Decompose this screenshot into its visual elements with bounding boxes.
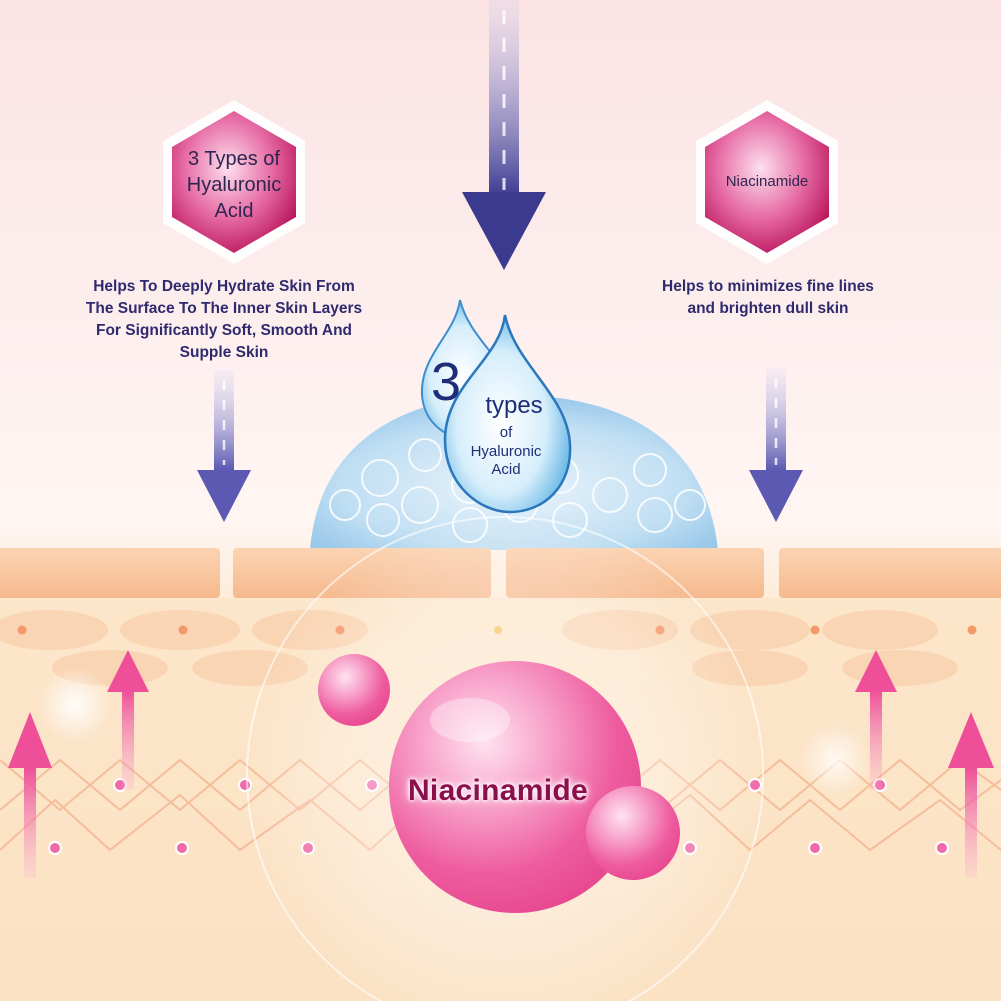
niacinamide-sphere <box>389 661 641 913</box>
left-hexagon-label: 3 Types of Hyaluronic Acid <box>170 146 298 224</box>
right-down-arrow <box>749 368 803 522</box>
droplet-number: 3 <box>430 352 462 412</box>
left-desc-line-2: The Surface To The Inner Skin Layers <box>85 300 363 317</box>
pink-arrow-2 <box>107 650 149 790</box>
pink-arrow-1 <box>8 712 52 878</box>
hex-label-line-1: 3 Types of <box>188 148 280 170</box>
right-description: Helps to minimizes fine lines and bright… <box>618 276 918 320</box>
right-hexagon-label: Niacinamide <box>725 173 809 190</box>
hyaluronic-droplets <box>420 299 572 514</box>
hex-label-line-2: Hyaluronic <box>186 174 282 196</box>
central-down-arrow <box>462 0 546 270</box>
left-desc-line-1: Helps To Deeply Hydrate Skin From <box>93 278 355 295</box>
pink-arrow-3 <box>855 650 897 790</box>
droplet-line-4: Acid <box>491 461 521 478</box>
pink-up-arrows <box>8 650 994 878</box>
pink-arrow-4 <box>948 712 994 878</box>
droplet-line-3: Hyaluronic <box>470 443 542 460</box>
right-desc-line-2: and brighten dull skin <box>687 300 849 317</box>
right-hexagon <box>696 100 838 264</box>
niacinamide-sphere-label: Niacinamide <box>407 774 589 807</box>
hex-label-line-3: Acid <box>214 200 254 222</box>
droplet-word: types <box>485 392 543 419</box>
left-hexagon <box>163 100 305 264</box>
right-desc-line-1: Helps to minimizes fine lines <box>662 278 874 295</box>
droplet-line-2: of <box>499 424 513 441</box>
left-desc-line-4: Supple Skin <box>179 344 269 361</box>
left-description: Helps To Deeply Hydrate Skin From The Su… <box>54 276 394 364</box>
medium-pink-sphere <box>586 786 680 880</box>
left-desc-line-3: For Significantly Soft, Smooth And <box>95 322 353 339</box>
left-down-arrow <box>197 370 251 522</box>
small-pink-sphere <box>318 654 390 726</box>
